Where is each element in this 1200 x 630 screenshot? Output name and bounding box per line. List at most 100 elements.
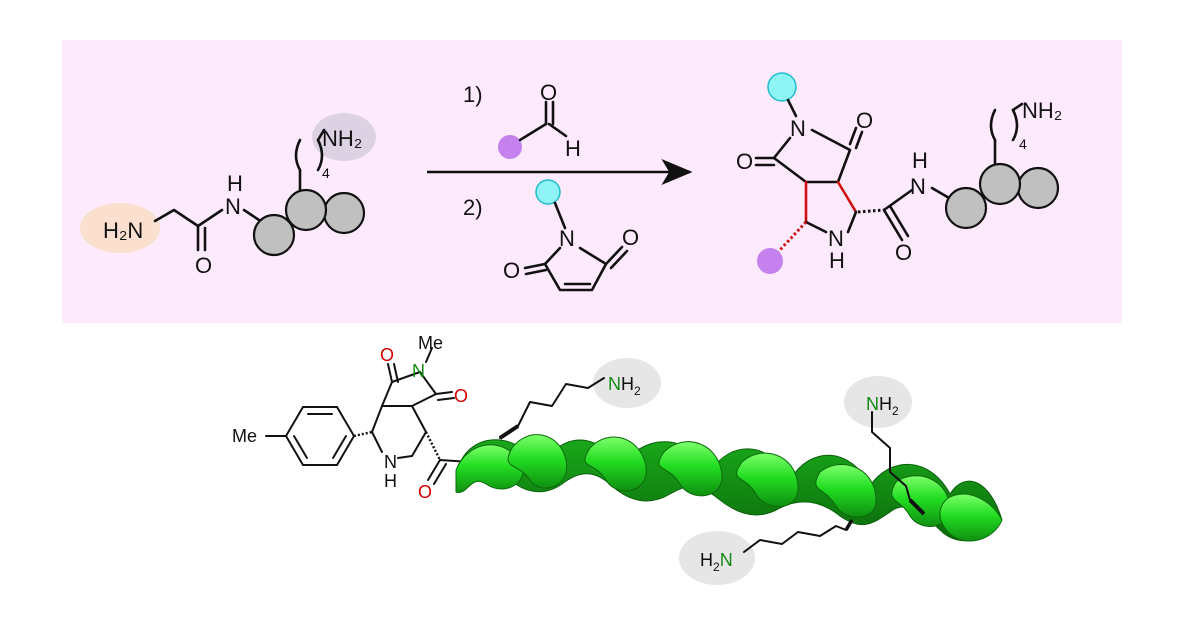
starting-material: H₂N O H N 4 NH₂ <box>80 113 376 278</box>
imide-co-right <box>435 391 453 395</box>
maleimide-n-bond <box>553 201 567 230</box>
lysine-amine-highlight <box>844 376 912 428</box>
lysine-chain <box>871 411 911 501</box>
lysine-terminal-bond <box>316 128 326 142</box>
product-amide-cn <box>882 188 914 212</box>
resin-bead <box>944 186 988 230</box>
maleimide-co-right-double <box>609 249 629 270</box>
product-amide-oxygen: O <box>895 240 912 265</box>
resin-bead <box>322 191 366 235</box>
product-imide-ring <box>772 128 852 184</box>
product-imide-n-bond <box>786 98 798 118</box>
glycine-backbone <box>153 208 224 228</box>
repeat-bracket-right <box>316 138 324 172</box>
lysine-amine-highlight <box>593 358 661 408</box>
n-terminal-amine-label: H₂N <box>103 218 143 243</box>
product-aldehyde-substituent <box>757 248 783 274</box>
product-imide-substituent <box>767 72 797 102</box>
product-amide-hydrogen: H <box>912 148 928 173</box>
lysine-amine-label: NH₂ <box>322 126 362 151</box>
maleimide-ring <box>543 246 608 292</box>
alpha-helix-ribbon <box>455 434 1003 542</box>
product-bracket-left <box>989 108 997 142</box>
peptide-carbonyl-oxygen: O <box>418 482 432 502</box>
aldehyde-hydrogen: H <box>565 136 581 161</box>
reaction-conditions: 1) O H 2) N O O <box>427 80 693 292</box>
pyrrolidine-nitrogen: N <box>828 226 844 251</box>
maleimide-co-left <box>523 262 547 270</box>
imide-co-top-double <box>393 363 399 383</box>
carbonyl-oxygen: O <box>195 253 212 278</box>
hashed-bond <box>776 220 808 254</box>
lysine-amine-3: H2N <box>700 550 733 574</box>
step-1-number: 1) <box>463 82 483 107</box>
imide-nitrogen: N <box>412 361 425 381</box>
product-sidechain-terminal <box>1011 102 1024 112</box>
product-lysine-amine: NH₂ <box>1022 98 1062 123</box>
amide-n-label: N <box>225 194 241 219</box>
lysine-amine-highlight <box>679 531 755 585</box>
n-methyl-label: Me <box>418 333 443 353</box>
product-amide-co-double <box>888 204 910 238</box>
wedge-bond <box>498 424 520 440</box>
aldehyde-ch <box>547 122 568 138</box>
hashed-bond <box>857 208 885 214</box>
product-co-right <box>848 126 858 146</box>
imide-co-top <box>387 363 393 383</box>
repeat-count: 4 <box>322 165 330 181</box>
product-repeat-count: 4 <box>1019 136 1027 152</box>
aromatic-bond <box>293 435 308 459</box>
lysine-sidechain-3: H2N <box>679 519 854 585</box>
aryl-methyl-label: Me <box>232 426 257 446</box>
product-imide-nitrogen: N <box>790 116 806 141</box>
product: N O O N H O H N 4 NH₂ <box>736 72 1062 274</box>
maleimide-co-right <box>604 245 624 266</box>
lysine-sidechain-1: NH2 <box>498 358 661 440</box>
maleimide-oxygen-right: O <box>622 225 639 250</box>
new-bond <box>836 180 858 214</box>
aldehyde-oxygen: O <box>540 80 557 105</box>
maleimide-oxygen-left: O <box>503 258 520 283</box>
resin-bead <box>978 162 1022 206</box>
peptide-pyrrolidine-h: H <box>384 471 397 491</box>
maleimide-nitrogen: N <box>559 226 575 251</box>
product-oxygen-right: O <box>856 108 873 133</box>
product-bracket-right <box>1011 108 1019 142</box>
pyrrolidine-bond <box>846 210 858 234</box>
aldehyde-bond <box>518 122 548 142</box>
n-terminal-amine-highlight <box>80 203 160 253</box>
hashed-bond <box>353 430 373 438</box>
pyrrolidine-bond <box>804 220 828 234</box>
peptide-co <box>427 459 441 481</box>
wedge-bond <box>844 519 854 531</box>
step-2-number: 2) <box>463 195 483 220</box>
lysine-chain <box>743 525 847 553</box>
wedge-bond <box>908 498 926 516</box>
aldehyde-substituent <box>498 135 522 159</box>
peptide-pyrrolidine-n: N <box>384 452 397 472</box>
pyrrolidine-bond <box>371 431 383 453</box>
product-oxygen-left: O <box>736 149 753 174</box>
hashed-bond <box>424 431 442 461</box>
tolyl-ring <box>285 406 355 466</box>
scheme-panel <box>62 40 1122 323</box>
resin-bead <box>284 188 328 232</box>
pyrrolidine-hydrogen: H <box>829 248 845 273</box>
lysine-amine-2: NH2 <box>866 394 899 418</box>
imide-ring <box>381 371 437 407</box>
imide-co-right-double <box>437 397 455 401</box>
n-methyl-bond <box>425 347 433 363</box>
peptide-conjugate: Me N H O N Me O O <box>232 333 471 502</box>
svg-text:NH₂: NH₂ <box>322 126 362 151</box>
lysine-amine-1: NH2 <box>608 374 641 398</box>
product-amide-nitrogen: N <box>910 174 926 199</box>
resin-bead <box>252 213 296 257</box>
repeat-bracket-left <box>294 138 302 172</box>
amide-to-resin-bond <box>242 208 264 224</box>
product-co-right-double <box>854 130 864 150</box>
lysine-sidechain-2: NH2 <box>844 376 926 516</box>
pyrrolidine-bond <box>397 455 413 459</box>
product-amide-co <box>882 208 904 242</box>
lysine-amine-highlight <box>312 113 376 161</box>
